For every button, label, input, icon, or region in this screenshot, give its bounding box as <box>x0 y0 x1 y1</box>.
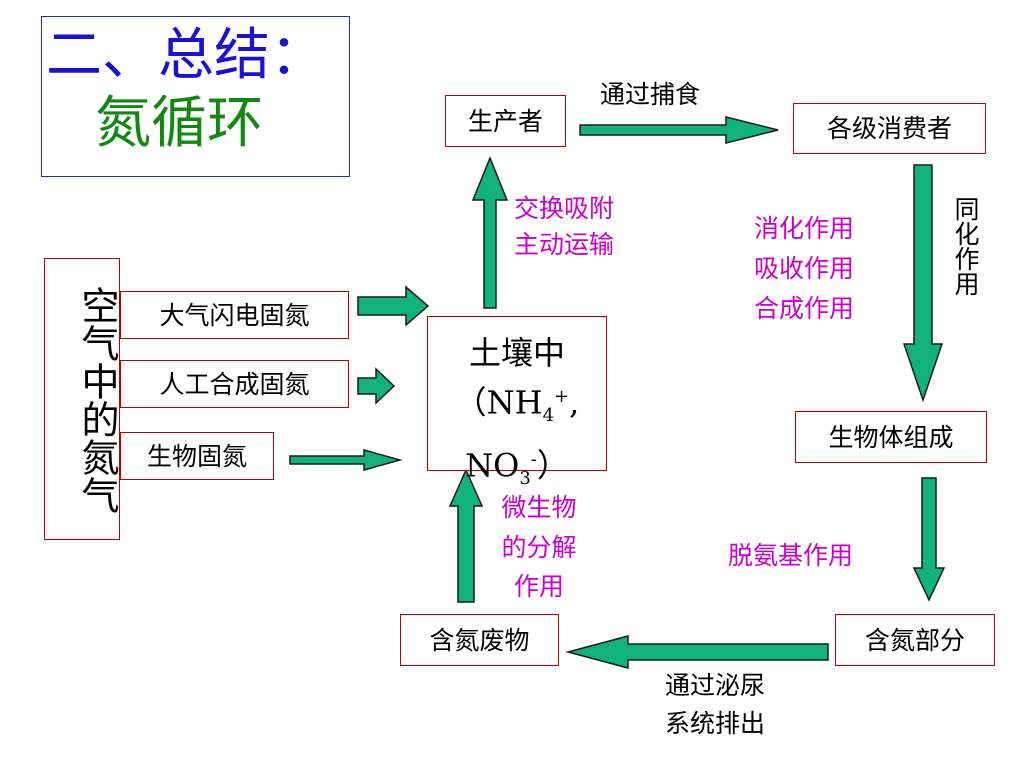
nitrogen-part-label: 含氮部分 <box>864 625 965 655</box>
lightning-fixation-label: 大气闪电固氮 <box>159 300 310 330</box>
soil-nitrate: NO3-） <box>465 446 569 490</box>
absorb-label-line2: 主动运输 <box>514 230 615 259</box>
decomposition-label-line2: 的分解 <box>501 533 577 562</box>
air-nitrogen-box: 空气中的氮气 <box>44 258 120 540</box>
arrow-decomposition <box>448 468 484 603</box>
arrow-biological <box>289 449 403 471</box>
soil-box: 土壤中 （NH4+, NO3-） <box>427 316 607 489</box>
digest-label-line3: 合成作用 <box>754 294 855 323</box>
arrow-artificial <box>357 367 396 405</box>
artificial-fixation-box: 人工合成固氮 <box>120 360 349 408</box>
predation-label: 通过捕食 <box>600 80 701 109</box>
arrow-predation <box>579 116 779 144</box>
organism-label: 生物体组成 <box>828 422 954 452</box>
deamination-label: 脱氨基作用 <box>728 541 854 570</box>
consumers-label: 各级消费者 <box>826 114 952 143</box>
soil-ammonium: （NH4+, <box>454 383 580 427</box>
title-heading: 二、总结： <box>46 23 326 88</box>
lightning-fixation-box: 大气闪电固氮 <box>120 291 349 339</box>
decomposition-label-line3: 作用 <box>513 572 564 601</box>
consumers-box: 各级消费者 <box>793 103 986 154</box>
arrow-excrete <box>565 635 829 669</box>
arrow-assimilation <box>902 164 944 403</box>
digest-label-line2: 吸收作用 <box>754 254 855 283</box>
waste-box: 含氮废物 <box>400 614 559 666</box>
excrete-label-line2: 系统排出 <box>665 709 766 738</box>
soil-title: 土壤中 <box>468 334 565 372</box>
title-box: 二、总结： 氮循环 <box>41 16 350 177</box>
waste-label: 含氮废物 <box>429 625 530 655</box>
producer-label: 生产者 <box>467 106 543 136</box>
organism-box: 生物体组成 <box>795 411 987 463</box>
arrow-deamination <box>912 477 946 602</box>
assimilation-label: 同化作用 <box>951 196 980 296</box>
arrow-absorb <box>471 156 509 309</box>
decomposition-label-line1: 微生物 <box>501 493 577 522</box>
arrow-lightning <box>357 285 430 327</box>
excrete-label-line1: 通过泌尿 <box>665 671 766 700</box>
air-nitrogen-label: 空气中的氮气 <box>75 286 119 514</box>
soil-content: 土壤中 （NH4+, NO3-） <box>428 331 606 501</box>
biological-fixation-label: 生物固氮 <box>146 441 247 471</box>
artificial-fixation-label: 人工合成固氮 <box>159 369 310 399</box>
digest-label-line1: 消化作用 <box>754 214 855 243</box>
producer-box: 生产者 <box>445 95 566 147</box>
absorb-label-line1: 交换吸附 <box>514 194 615 223</box>
biological-fixation-box: 生物固氮 <box>120 432 274 480</box>
title-subheading: 氮循环 <box>95 91 263 156</box>
nitrogen-part-box: 含氮部分 <box>835 614 995 666</box>
